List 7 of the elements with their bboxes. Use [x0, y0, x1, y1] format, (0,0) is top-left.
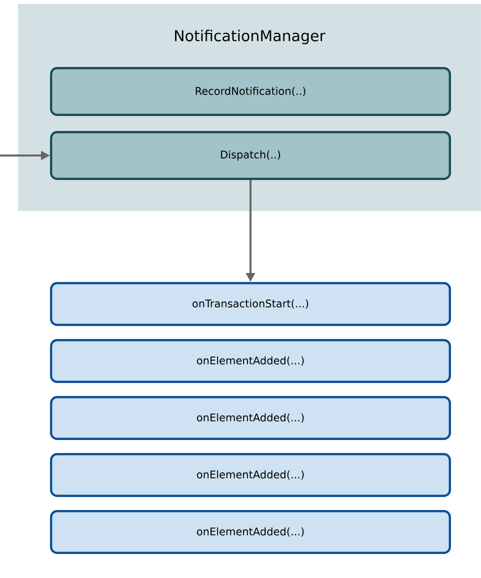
method-box: onElementAdded(...)	[50, 396, 451, 440]
method-box: onElementAdded(...)	[50, 510, 451, 554]
method-box: onElementAdded(...)	[50, 339, 451, 383]
method-box: Dispatch(..)	[50, 131, 451, 180]
method-box: onTransactionStart(...)	[50, 282, 451, 326]
method-box: onElementAdded(...)	[50, 453, 451, 497]
method-box: RecordNotification(..)	[50, 67, 451, 116]
